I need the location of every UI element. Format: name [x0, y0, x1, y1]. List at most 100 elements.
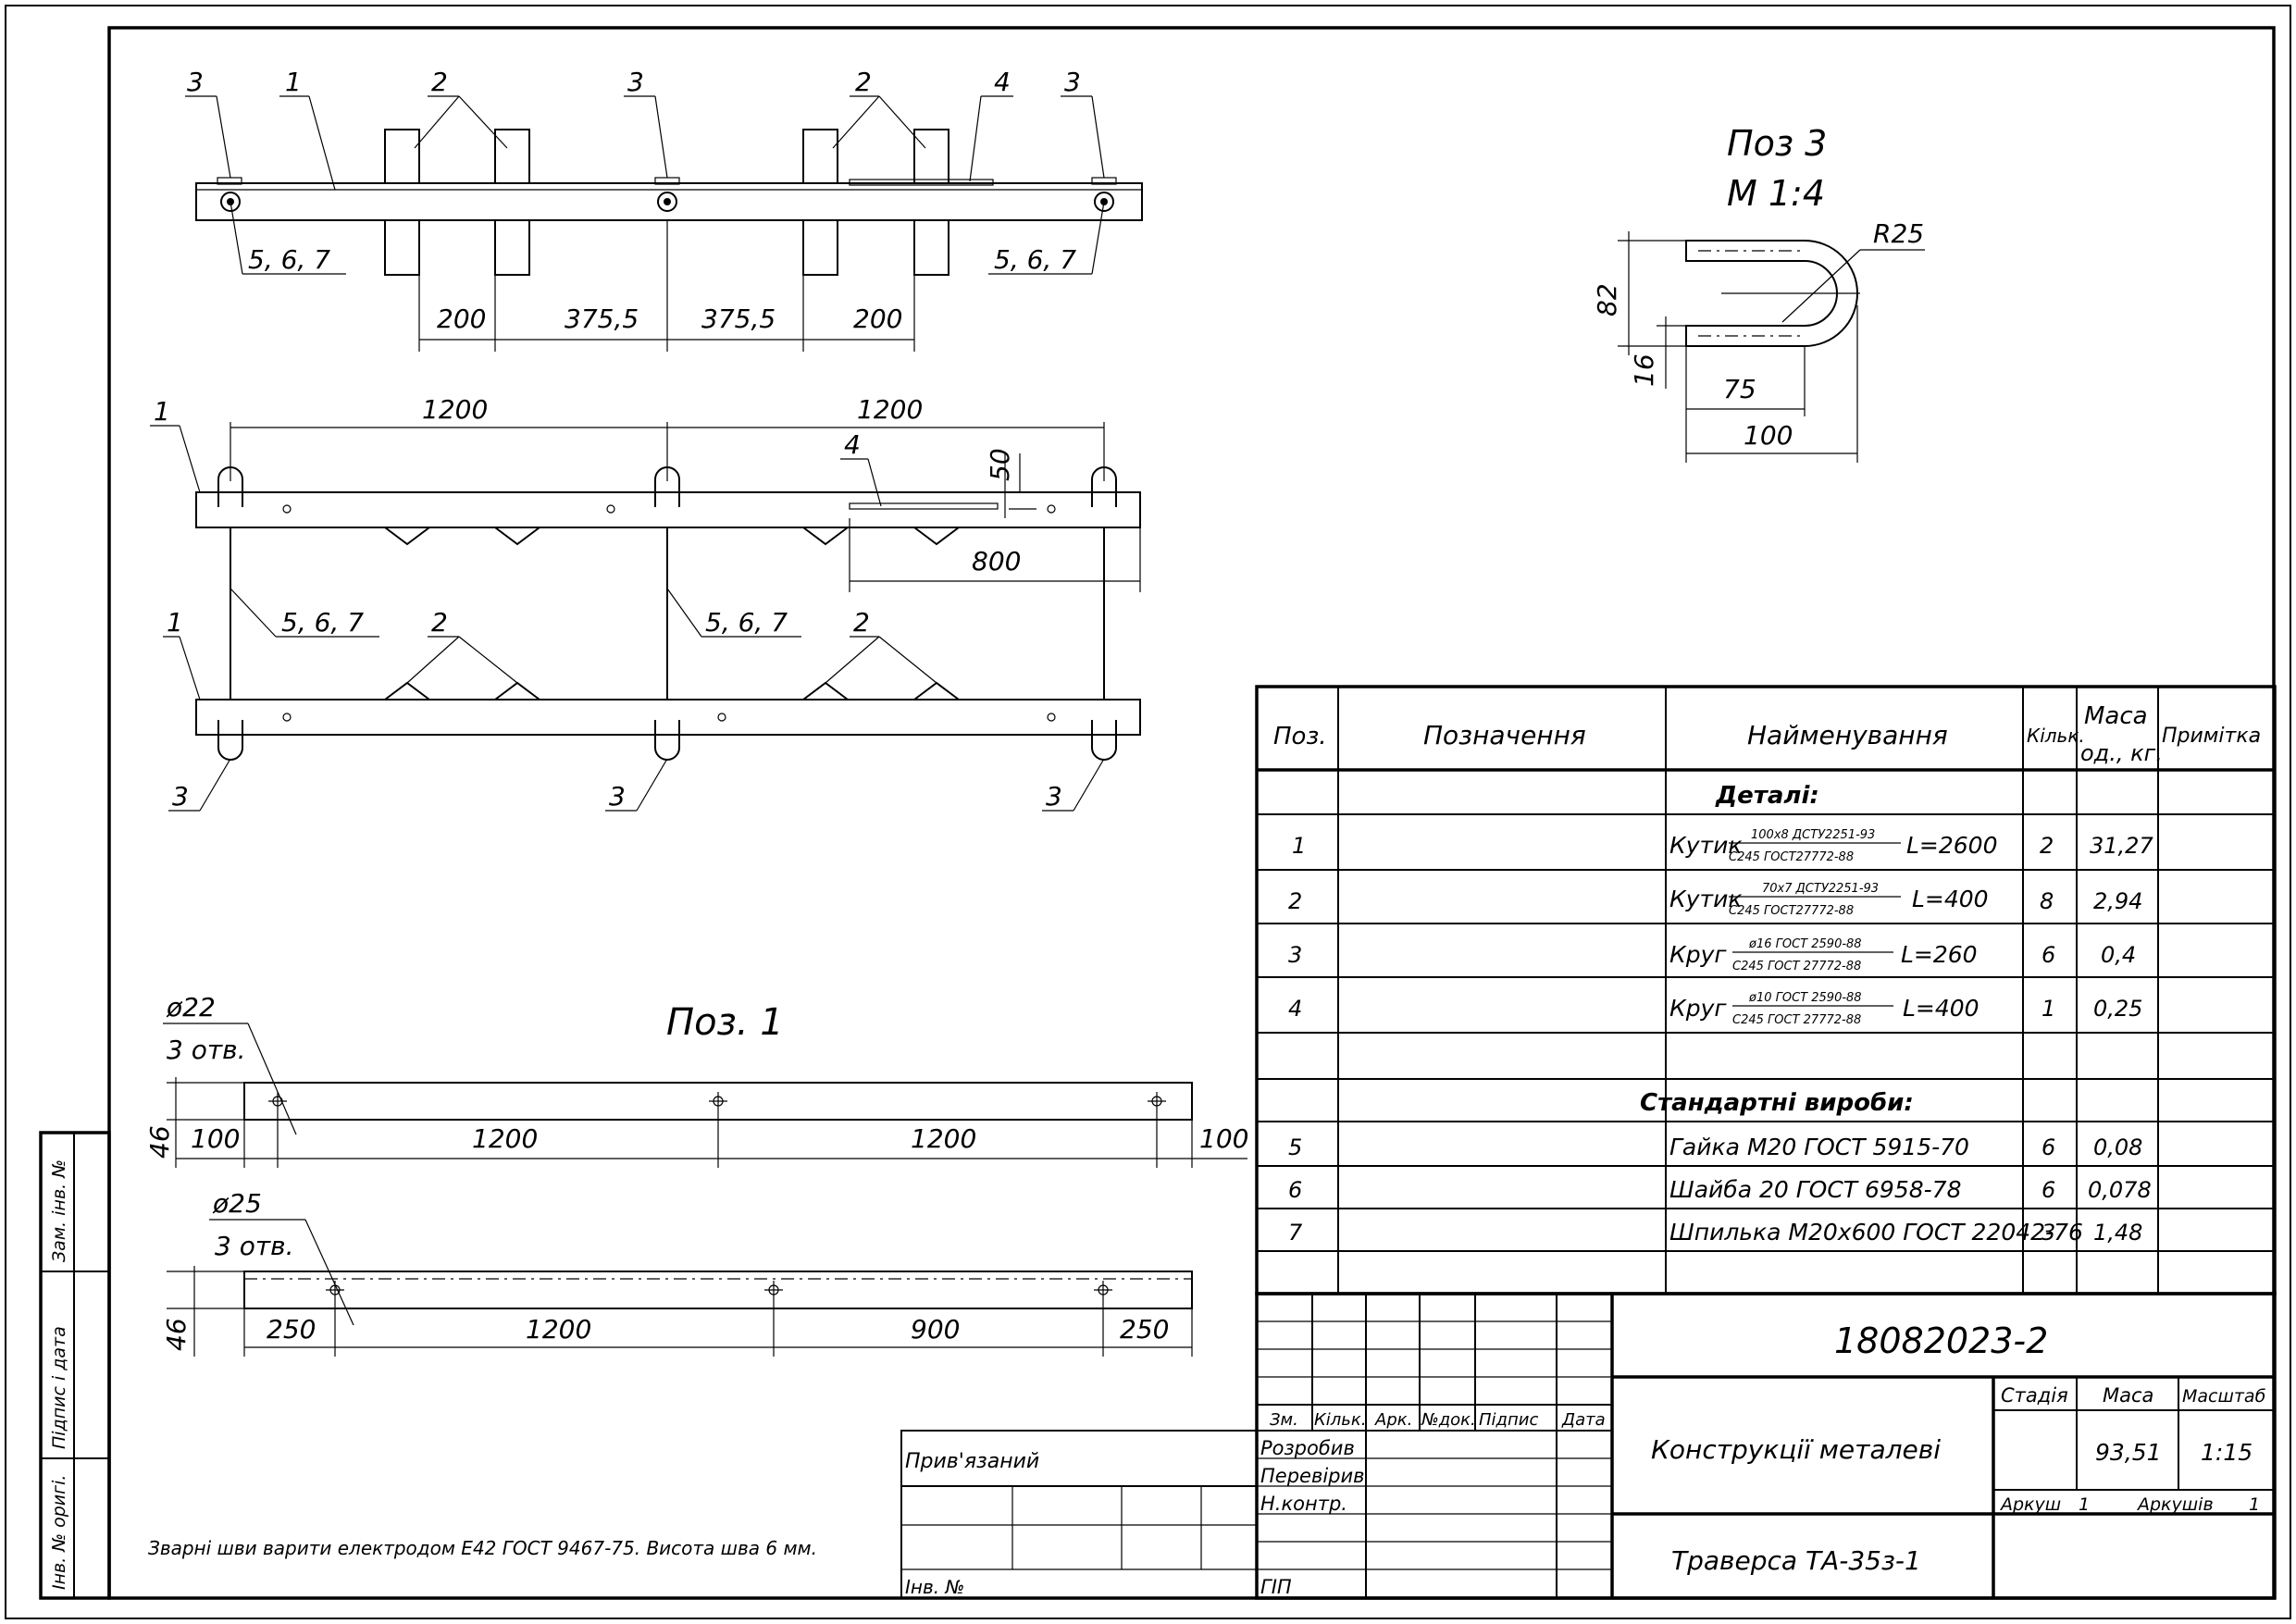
section-standard: Стандартні вироби:: [1640, 1089, 1914, 1117]
spec-row: 3 Круг ø16 ГОСТ 2590-88 С245 ГОСТ 27772-…: [1288, 937, 2136, 973]
svg-text:0,08: 0,08: [2093, 1134, 2142, 1160]
drawing-title: Траверса ТА-35з-1: [1671, 1545, 1921, 1576]
dim-46: 46: [144, 1125, 175, 1159]
svg-text:100x8 ДСТУ2251-93: 100x8 ДСТУ2251-93: [1751, 828, 1875, 842]
title-block: Зм. Кільк. Арк. №док. Підпис Дата Розроб…: [1255, 1292, 2277, 1600]
svg-text:Дата: Дата: [1561, 1410, 1606, 1430]
spec-table: Поз. Позначення Найменування Кільк. Маса…: [1255, 685, 2277, 1295]
role-norm-control: Н.контр.: [1260, 1493, 1347, 1515]
top-view: 3 1 2 3 2 4 3 5, 6, 7 5, 6, 7 200 375,5 …: [185, 67, 1143, 352]
dim-100: 100: [1199, 1123, 1248, 1154]
label-pos2: 2: [431, 607, 448, 638]
dim-1200: 1200: [911, 1123, 976, 1154]
weld-note: Зварні шви варити електродом Е42 ГОСТ 94…: [148, 1537, 817, 1559]
hole-diameter-22: ø22: [166, 992, 216, 1023]
svg-text:1: 1: [2079, 1494, 2090, 1515]
hole-count: 3 отв.: [167, 1035, 246, 1065]
detail-scale: М 1:4: [1727, 173, 1825, 214]
dim-1200: 1200: [857, 394, 923, 425]
dim-200: 200: [437, 304, 486, 334]
label-fasteners: 5, 6, 7: [994, 244, 1076, 275]
dim-375-5: 375,5: [565, 304, 639, 334]
svg-text:Маса: Маса: [2103, 1384, 2153, 1407]
spec-row: 4 Круг ø10 ГОСТ 2590-88 С245 ГОСТ 27772-…: [1288, 991, 2142, 1027]
svg-text:Арк.: Арк.: [1374, 1410, 1412, 1430]
pos3-detail: Поз 3 М 1:4 R25 82 16 75 100: [1592, 123, 1925, 463]
spec-row: 2 Кутик 70x7 ДСТУ2251-93 С245 ГОСТ27772-…: [1288, 882, 2142, 918]
label-pos1: 1: [167, 607, 183, 638]
label-pos3: 3: [172, 781, 189, 812]
hdr-mass: Маса: [2084, 702, 2148, 730]
dim-82: 82: [1592, 283, 1622, 316]
role-checker: Перевірив: [1260, 1465, 1365, 1487]
project-name: Конструкції металеві: [1651, 1434, 1941, 1465]
spec-row: 1 Кутик 100x8 ДСТУ2251-93 С245 ГОСТ27772…: [1292, 828, 2153, 864]
svg-text:Стадія: Стадія: [2001, 1384, 2068, 1407]
beam-pos1-lower: [195, 699, 1141, 736]
scale-value: 1:15: [2201, 1439, 2253, 1466]
label-pos2: 2: [855, 67, 872, 97]
svg-text:Зм.: Зм.: [1270, 1410, 1298, 1430]
pos1-side-b: [243, 1271, 1193, 1309]
svg-text:С245 ГОСТ 27772-88: С245 ГОСТ 27772-88: [1732, 1013, 1861, 1027]
dim-200: 200: [853, 304, 902, 334]
svg-text:Аркуш: Аркуш: [1999, 1494, 2061, 1515]
hole-diameter-25: ø25: [212, 1188, 262, 1219]
svg-text:Масштаб: Масштаб: [2182, 1386, 2266, 1407]
svg-text:8: 8: [2040, 888, 2054, 914]
svg-text:№док.: №док.: [1421, 1410, 1476, 1430]
dim-radius: R25: [1873, 218, 1924, 249]
dim-250: 250: [1120, 1314, 1169, 1345]
label-pos3: 3: [609, 781, 626, 812]
svg-text:ø10 ГОСТ 2590-88: ø10 ГОСТ 2590-88: [1748, 991, 1862, 1005]
svg-text:Шайба 20 ГОСТ 6958-78: Шайба 20 ГОСТ 6958-78: [1669, 1176, 1961, 1203]
dim-46: 46: [161, 1318, 192, 1351]
svg-text:Круг: Круг: [1669, 995, 1727, 1022]
svg-text:Аркушів: Аркушів: [2136, 1494, 2214, 1515]
dim-1200: 1200: [422, 394, 488, 425]
side-strip-repl-inv: Зам. інв. №: [49, 1159, 69, 1262]
svg-text:L=260: L=260: [1901, 941, 1978, 968]
label-fasteners: 5, 6, 7: [281, 607, 364, 638]
role-developer: Розробив: [1260, 1437, 1355, 1459]
svg-text:6: 6: [1288, 1177, 1302, 1203]
svg-text:Кільк.: Кільк.: [1314, 1410, 1367, 1430]
dim-100: 100: [1744, 420, 1793, 451]
spec-row: 7 Шпилька М20х600 ГОСТ 22042-76 3 1,48: [1288, 1219, 2142, 1246]
svg-text:0,4: 0,4: [2101, 942, 2136, 968]
label-pos1: 1: [154, 396, 170, 427]
attachment-block: Прив'язаний Інв. №: [900, 1430, 1258, 1599]
label-pos3: 3: [1046, 781, 1062, 812]
dim-900: 900: [911, 1314, 960, 1345]
role-chief-engineer: ГІП: [1260, 1576, 1292, 1598]
svg-text:2: 2: [1288, 888, 1302, 914]
svg-text:0,25: 0,25: [2093, 996, 2142, 1022]
svg-text:2: 2: [2040, 833, 2054, 859]
svg-text:1,48: 1,48: [2093, 1220, 2142, 1246]
pos1-title: Поз. 1: [666, 1001, 784, 1044]
svg-text:С245 ГОСТ27772-88: С245 ГОСТ27772-88: [1729, 904, 1854, 918]
label-pos3: 3: [627, 67, 644, 97]
side-strip-inv-orig: Інв. № оригі.: [49, 1475, 69, 1590]
svg-text:Шпилька М20х600 ГОСТ 22042-76: Шпилька М20х600 ГОСТ 22042-76: [1669, 1219, 2083, 1246]
drawing-frame: [107, 26, 2276, 1600]
svg-text:1: 1: [2249, 1494, 2260, 1515]
svg-text:Круг: Круг: [1669, 941, 1727, 968]
label-pos2: 2: [431, 67, 448, 97]
svg-text:5: 5: [1288, 1134, 1302, 1160]
svg-text:С245 ГОСТ 27772-88: С245 ГОСТ 27772-88: [1732, 960, 1861, 973]
label-pos3: 3: [1064, 67, 1081, 97]
doc-number: 18082023-2: [1834, 1320, 2048, 1361]
bar-pos4: [849, 502, 999, 510]
label-fasteners: 5, 6, 7: [248, 244, 330, 275]
svg-text:3: 3: [1288, 942, 1302, 968]
hdr-name: Найменування: [1747, 720, 1948, 750]
label-fasteners: 5, 6, 7: [705, 607, 788, 638]
dim-375-5: 375,5: [701, 304, 776, 334]
svg-text:2,94: 2,94: [2093, 888, 2142, 914]
svg-text:Гайка М20 ГОСТ 5915-70: Гайка М20 ГОСТ 5915-70: [1669, 1134, 1969, 1160]
svg-text:ø16 ГОСТ 2590-88: ø16 ГОСТ 2590-88: [1748, 937, 1862, 951]
side-strip-sign-date: Підпис і дата: [49, 1326, 69, 1449]
svg-text:С245 ГОСТ27772-88: С245 ГОСТ27772-88: [1729, 850, 1854, 864]
